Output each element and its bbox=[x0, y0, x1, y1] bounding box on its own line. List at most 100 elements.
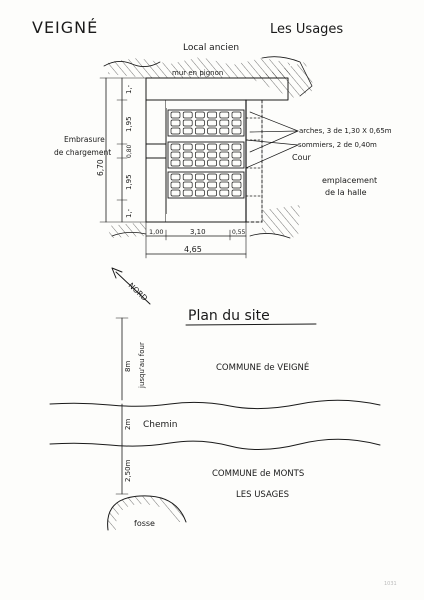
arch-slot bbox=[207, 173, 217, 181]
arch-slot bbox=[207, 119, 217, 127]
arch-slot bbox=[195, 127, 205, 135]
arch-slot bbox=[182, 119, 193, 127]
arch-slot bbox=[231, 173, 242, 181]
les-usages: LES USAGES bbox=[236, 490, 289, 500]
title-right: Les Usages bbox=[270, 22, 343, 37]
arch-slot bbox=[195, 173, 205, 181]
label-cour: Cour bbox=[292, 153, 312, 162]
chemin-lower-edge bbox=[49, 438, 381, 451]
arch-slot bbox=[231, 119, 242, 127]
arch-slot bbox=[182, 111, 193, 119]
plan-title: Plan du site bbox=[188, 308, 270, 324]
arch-slot bbox=[207, 181, 217, 189]
leader-lines bbox=[245, 111, 299, 169]
label-emplacement-2: de la halle bbox=[325, 188, 367, 197]
left-wall bbox=[145, 99, 167, 223]
arch-band bbox=[167, 109, 245, 137]
arch-slot bbox=[195, 111, 205, 119]
arch-slot bbox=[231, 181, 242, 189]
arch-slot bbox=[219, 189, 230, 197]
chemin-upper-edge bbox=[49, 399, 381, 410]
arch-slot bbox=[207, 111, 217, 119]
loading-embrasure bbox=[145, 143, 167, 159]
arch-slot bbox=[195, 189, 205, 197]
arch-slot bbox=[170, 159, 181, 167]
arch-slot bbox=[170, 181, 181, 189]
arch-slot bbox=[231, 189, 242, 197]
arch-slot bbox=[207, 143, 217, 151]
dist-four-1: 8m bbox=[124, 361, 132, 372]
arch-slot bbox=[231, 151, 242, 159]
arches-grid bbox=[167, 109, 245, 199]
dim-bottom-3: 0,55 bbox=[232, 229, 246, 236]
arch-slot bbox=[219, 119, 230, 127]
arch-slot bbox=[182, 127, 193, 135]
arch-slot bbox=[219, 159, 230, 167]
arch-slot bbox=[219, 111, 230, 119]
chemin-label: Chemin bbox=[143, 420, 178, 430]
dim-left-5: 1,- bbox=[125, 208, 133, 218]
arch-slot bbox=[170, 151, 181, 159]
label-mur-pignon: mur en pignon bbox=[172, 69, 223, 77]
arch-slot bbox=[195, 143, 205, 151]
dim-bottom-total: 4,65 bbox=[184, 245, 202, 254]
arch-slot bbox=[219, 173, 230, 181]
dim-left-3: 0,80 bbox=[126, 144, 133, 158]
dim-left-1: 1,- bbox=[125, 84, 133, 94]
arch-slot bbox=[195, 159, 205, 167]
arch-slot bbox=[207, 151, 217, 159]
arch-slot bbox=[195, 181, 205, 189]
arch-slot bbox=[170, 143, 181, 151]
arch-slot bbox=[182, 189, 193, 197]
arch-slot bbox=[207, 127, 217, 135]
left-dimension-chain bbox=[99, 77, 147, 223]
bottom-dimension-chain bbox=[145, 221, 247, 259]
page-number: 1031 bbox=[384, 581, 397, 587]
fosse-label: fosse bbox=[134, 519, 155, 528]
arch-slot bbox=[195, 119, 205, 127]
north-label: NORD bbox=[127, 281, 150, 303]
arch-slot bbox=[182, 143, 193, 151]
arch-slot bbox=[170, 173, 181, 181]
commune-veigne: COMMUNE de VEIGNÉ bbox=[216, 361, 309, 373]
label-embrasure-1: Embrasure bbox=[64, 135, 105, 144]
dist-fosse: 2,50m bbox=[124, 459, 132, 482]
arch-slot bbox=[182, 173, 193, 181]
arch-slot bbox=[207, 189, 217, 197]
arch-slot bbox=[195, 151, 205, 159]
fosse-pit bbox=[107, 495, 187, 531]
dim-bottom-1: 1,00 bbox=[149, 228, 163, 236]
dist-chemin: 2m bbox=[124, 419, 132, 430]
label-arches: arches, 3 de 1,30 X 0,65m bbox=[299, 127, 392, 135]
arch-slot bbox=[231, 143, 242, 151]
arch-slot bbox=[219, 151, 230, 159]
label-local-ancien: Local ancien bbox=[183, 43, 239, 53]
arch-slot bbox=[182, 159, 193, 167]
arch-slot bbox=[170, 119, 181, 127]
arch-slot bbox=[182, 181, 193, 189]
north-arrow bbox=[111, 267, 151, 305]
dim-bottom-2: 3,10 bbox=[190, 228, 206, 236]
arch-slot bbox=[231, 159, 242, 167]
arch-slot bbox=[231, 127, 242, 135]
arch-slot bbox=[170, 127, 181, 135]
arch-band bbox=[167, 141, 245, 169]
dist-four-2: jusqu'au four bbox=[138, 342, 146, 389]
old-building-hatching bbox=[103, 56, 315, 98]
arch-slot bbox=[219, 143, 230, 151]
dim-left-2: 1,95 bbox=[125, 116, 133, 132]
ground-hatching-right bbox=[262, 205, 300, 238]
arch-slot bbox=[182, 151, 193, 159]
label-emplacement-1: emplacement bbox=[322, 176, 377, 185]
arch-slot bbox=[170, 111, 181, 119]
title-left: VEIGNÉ bbox=[32, 18, 98, 37]
arch-slot bbox=[170, 189, 181, 197]
arch-slot bbox=[207, 159, 217, 167]
commune-monts: COMMUNE de MONTS bbox=[212, 469, 304, 479]
dim-left-4: 1,95 bbox=[125, 174, 133, 190]
label-sommiers: sommiers, 2 de 0,40m bbox=[298, 141, 377, 149]
arch-slot bbox=[219, 127, 230, 135]
dim-left-total: 6,70 bbox=[96, 159, 105, 176]
